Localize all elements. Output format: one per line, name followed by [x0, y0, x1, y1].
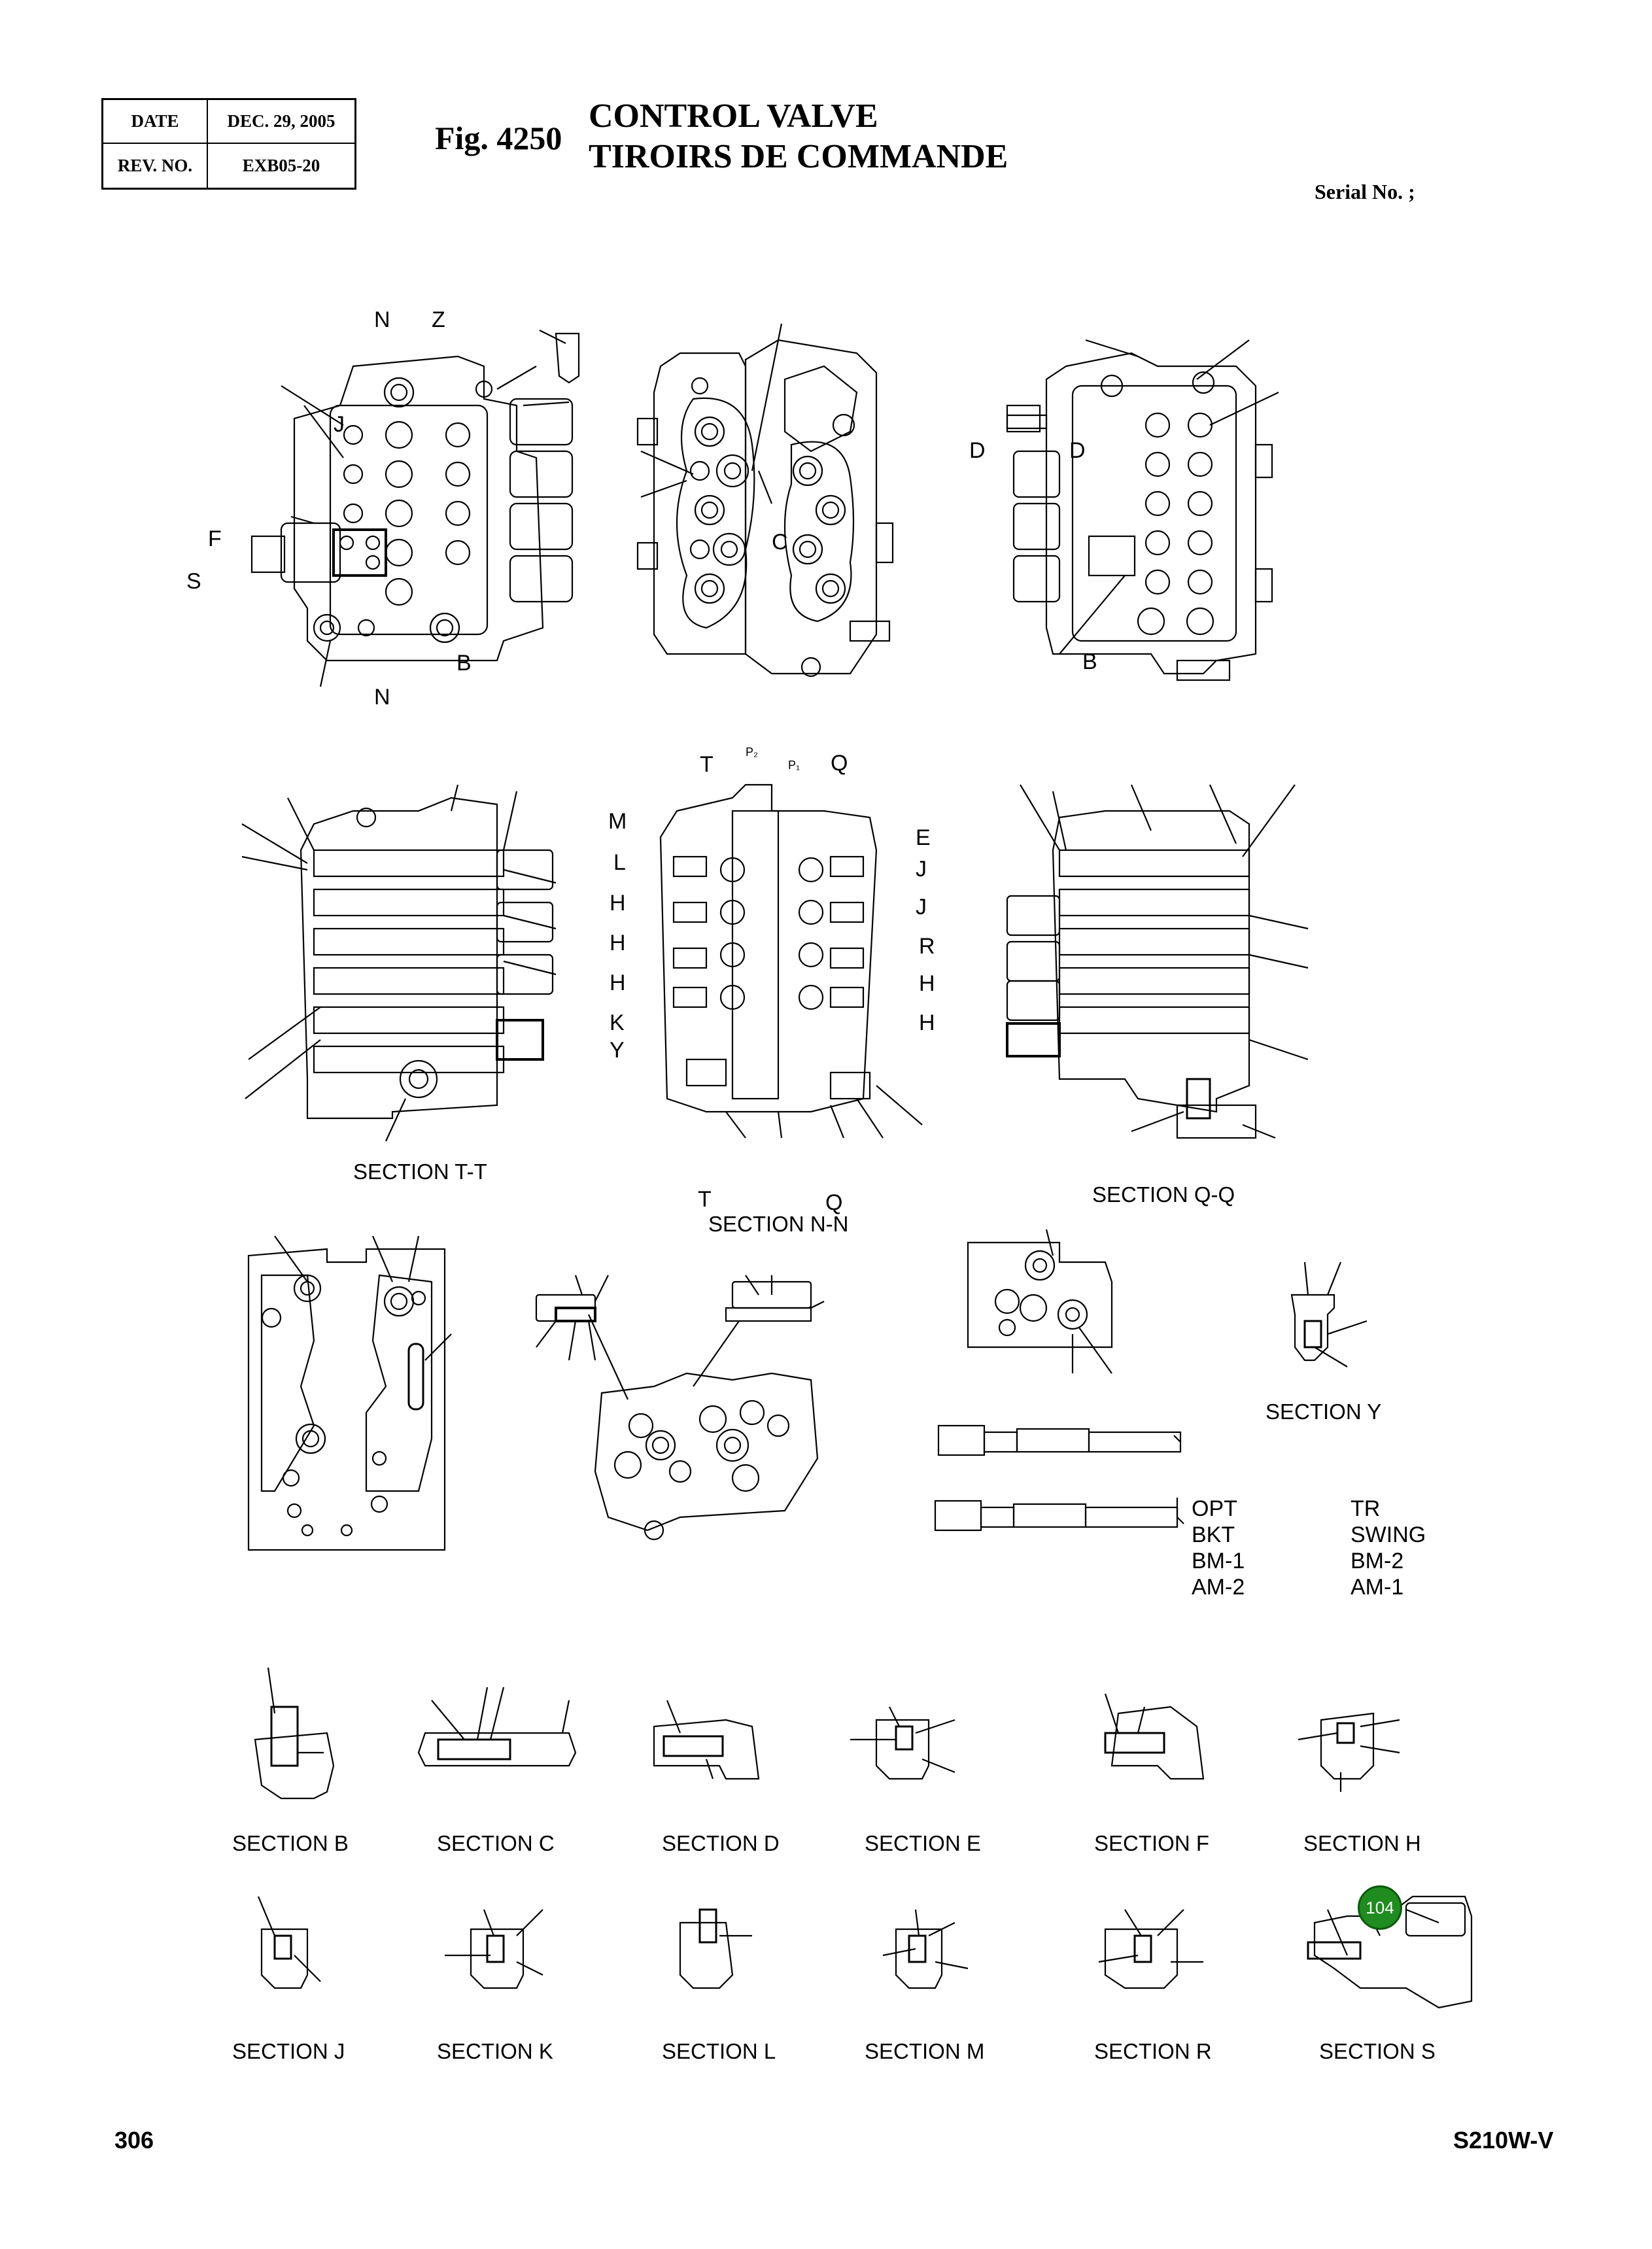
section-nn-drawing [659, 783, 923, 1139]
view-letter-h4: H [919, 971, 935, 996]
view-letter-l: L [613, 850, 626, 875]
spool-legend-right-0: TR [1351, 1496, 1381, 1521]
section-d-drawing [653, 1700, 760, 1780]
model-number: S210W-V [1453, 2127, 1554, 2154]
figure-number: Fig. 4250 [435, 120, 562, 156]
view-letter-t-top: T [700, 752, 714, 777]
spool-upper-drawing [937, 1424, 1182, 1456]
spool-legend-left-1: BKT [1192, 1522, 1235, 1547]
view-letter-e: E [916, 825, 931, 850]
view-letter-n-top: N [374, 307, 390, 332]
view-letter-m: M [608, 809, 627, 834]
section-m-drawing [882, 1909, 969, 1989]
section-k-drawing [445, 1909, 543, 1989]
rev-value: EXB05-20 [242, 156, 320, 175]
view-letter-s: S [186, 569, 201, 594]
spool-legend-right-3: AM-1 [1351, 1575, 1404, 1600]
section-qq-drawing [1006, 784, 1309, 1139]
section-d-label: SECTION D [662, 1831, 780, 1855]
port-p1: P₁ [788, 759, 800, 772]
view-letter-f: F [208, 526, 222, 551]
section-s-drawing [1307, 1895, 1473, 2009]
view-letter-h3: H [610, 970, 626, 995]
section-tt-drawing [241, 784, 557, 1142]
spool-legend-left-0: OPT [1192, 1496, 1237, 1521]
view-top-left [250, 330, 580, 687]
section-f-label: SECTION F [1094, 1831, 1210, 1855]
section-b-drawing [254, 1667, 335, 1800]
view-letter-d-right: D [1069, 438, 1086, 463]
section-r-drawing [1098, 1909, 1203, 1989]
view-top-center [636, 323, 894, 678]
section-h-label: SECTION H [1303, 1831, 1421, 1855]
view-letter-c: C [772, 530, 788, 555]
view-letter-b-left: B [456, 651, 472, 676]
date-value: DEC. 29, 2005 [227, 111, 336, 131]
view-top-right [1006, 339, 1279, 681]
title-french: TIROIRS DE COMMANDE [589, 138, 1008, 175]
section-f-drawing [1104, 1693, 1205, 1780]
port-block-drawing [967, 1229, 1113, 1374]
view-letter-t-bottom: T [698, 1187, 712, 1212]
section-m-label: SECTION M [865, 2039, 985, 2063]
view-letter-j1: J [916, 857, 927, 882]
view-letter-h1: H [610, 891, 626, 916]
section-y-label: SECTION Y [1265, 1399, 1382, 1424]
view-letter-b-right: B [1082, 649, 1097, 674]
section-s-label: SECTION S [1319, 2039, 1436, 2063]
view-letter-j2: J [916, 895, 927, 919]
spool-legend-left-3: AM-2 [1192, 1575, 1245, 1600]
view-letter-j: J [334, 412, 345, 437]
section-c-label: SECTION C [437, 1831, 555, 1855]
view-letter-q-top: Q [831, 751, 848, 776]
section-y-drawing [1290, 1262, 1368, 1367]
view-letter-r: R [919, 934, 935, 959]
view-letter-y: Y [610, 1038, 625, 1063]
section-nn-label: SECTION N-N [708, 1212, 849, 1236]
section-tt-label: SECTION T-T [353, 1159, 487, 1184]
port-p2: P₂ [746, 746, 758, 759]
bottom-view-drawing [247, 1235, 452, 1551]
rev-label: REV. NO. [103, 144, 208, 188]
section-qq-label: SECTION Q-Q [1092, 1182, 1235, 1207]
part-callout-104[interactable]: 104 [1358, 1885, 1402, 1930]
page-number: 306 [114, 2127, 154, 2154]
section-j-drawing [257, 1896, 321, 1989]
view-letter-k: K [610, 1010, 625, 1035]
relief-assembly-drawing [535, 1275, 825, 1541]
spool-legend-right-2: BM-2 [1351, 1549, 1404, 1573]
view-letter-q-bottom: Q [825, 1190, 843, 1215]
view-letter-d-left: D [969, 438, 986, 463]
title-english: CONTROL VALVE [589, 97, 878, 135]
revision-table: DATE DEC. 29, 2005 REV. NO. EXB05-20 [101, 98, 356, 190]
section-e-label: SECTION E [865, 1831, 981, 1855]
spool-lower-drawing [934, 1498, 1184, 1532]
view-letter-h2: H [610, 931, 626, 955]
section-e-drawing [850, 1706, 955, 1780]
section-j-label: SECTION J [232, 2039, 345, 2063]
date-label: DATE [103, 100, 208, 143]
serial-number: Serial No. ; [1315, 180, 1415, 203]
section-h-drawing [1298, 1712, 1400, 1792]
spool-legend-left-2: BM-1 [1192, 1549, 1245, 1573]
view-letter-n-bottom: N [374, 685, 390, 710]
spool-legend-right-1: SWING [1351, 1522, 1426, 1547]
view-letter-h5: H [919, 1010, 935, 1035]
section-l-drawing [679, 1908, 752, 1989]
section-l-label: SECTION L [662, 2039, 776, 2063]
section-c-drawing [417, 1687, 577, 1767]
section-r-label: SECTION R [1094, 2039, 1212, 2063]
section-k-label: SECTION K [437, 2039, 553, 2063]
section-b-label: SECTION B [232, 1831, 349, 1855]
view-letter-z: Z [432, 307, 445, 332]
